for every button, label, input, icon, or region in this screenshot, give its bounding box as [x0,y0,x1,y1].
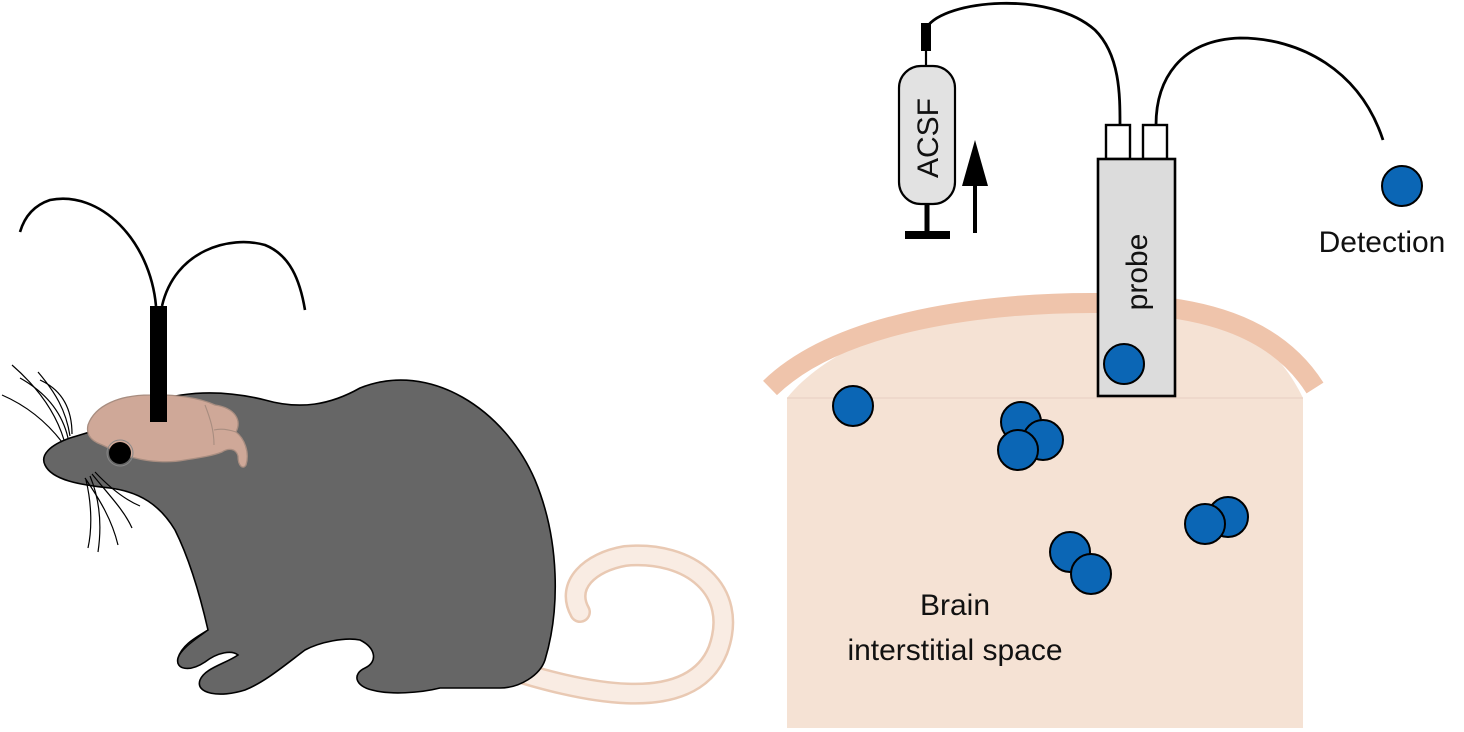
tissue-label-line1: Brain [920,589,990,622]
mouse-eye [109,442,131,464]
mouse-implant [150,306,167,422]
tissue-label: Brain interstitial space [847,589,1062,667]
mouse-illustration [1,197,735,705]
tissue-label-line2: interstitial space [847,634,1062,667]
mouse-eye-ring [106,439,134,467]
detection-label: Detection [1319,226,1446,259]
tubing [925,1,1385,141]
acsf-label: ACSF [912,98,945,178]
syringe-plunger-base [905,231,950,239]
mouse-tail-inner [496,546,732,703]
molecule-detected [1381,165,1423,207]
molecule-dot [997,429,1039,471]
syringe-tip [921,23,931,51]
mouse-front-paw [177,629,209,659]
mouse-whiskers [1,364,141,553]
mouse-tether-right [160,240,307,311]
detection-group: Detection [1319,165,1446,259]
syringe-icon: ACSF [897,23,957,239]
tissue-molecules [832,385,1249,595]
brain-fold-1 [204,404,215,446]
probe-outlet-connector [1141,123,1169,161]
brain-fold-2 [213,428,237,433]
molecule-dot [1070,553,1112,595]
tissue-surface-edge [763,292,1324,396]
mouse-tether-left [18,197,158,307]
flow-arrow-icon [962,140,988,233]
probe-label: probe [1121,234,1154,311]
brain-tissue [763,292,1324,728]
microdialysis-probe: probe [1096,123,1177,398]
tube-probe-to-detection [1154,36,1385,141]
tube-syringe-to-probe [925,1,1122,126]
molecule-in-probe [1103,343,1145,385]
molecule-dot [832,385,874,427]
probe-inlet-connector [1104,123,1132,161]
tissue-block [787,301,1303,728]
molecule-dot [1184,503,1226,545]
